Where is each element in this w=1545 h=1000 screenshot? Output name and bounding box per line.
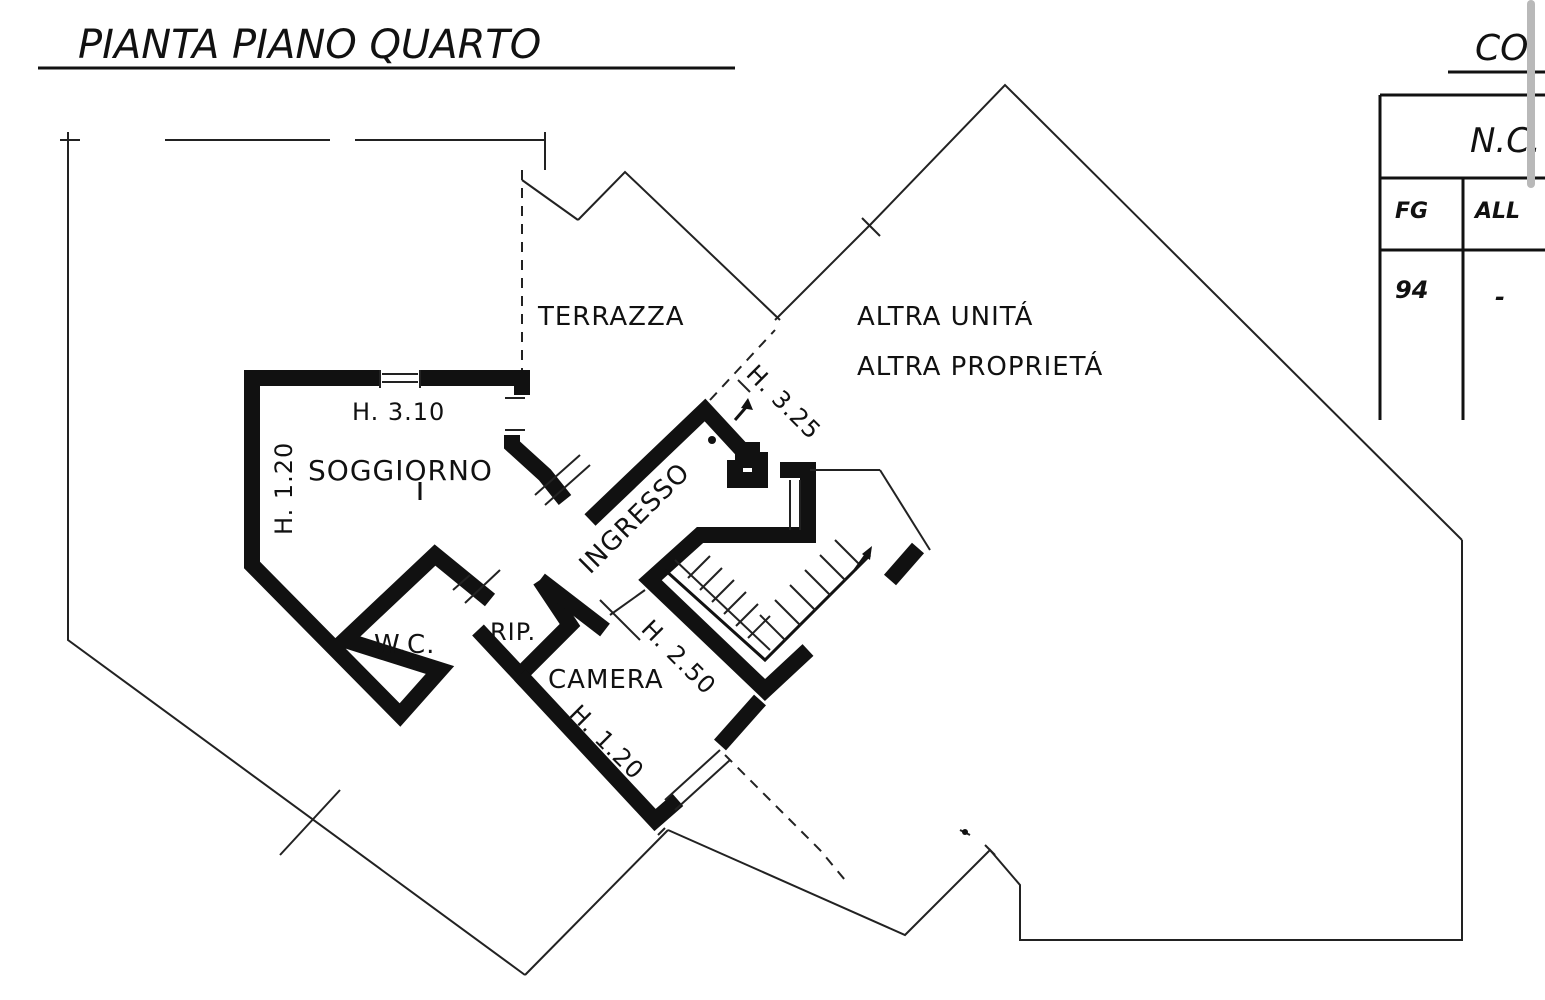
table-col-all: ALL	[1473, 199, 1520, 224]
table-cell-all: -	[1495, 283, 1505, 311]
label-living-room: SOGGIORNO	[308, 454, 493, 487]
openings	[379, 217, 996, 856]
label-other-unit: ALTRA UNITÁ	[857, 300, 1033, 332]
table-cell-fg: 94	[1395, 276, 1428, 304]
apartment-walls	[244, 370, 925, 832]
staircase	[663, 469, 931, 663]
property-boundary	[60, 83, 1463, 976]
height-living-side: H. 1.20	[270, 442, 298, 535]
plan-title: PIANTA PIANO QUARTO	[78, 22, 541, 68]
cadastral-table: CO N.C. FG ALL 94 -	[1378, 28, 1545, 420]
label-bedroom: CAMERA	[548, 665, 664, 695]
label-wc: W.C.	[374, 630, 435, 660]
table-col-fg: FG	[1395, 199, 1428, 224]
height-entrance: H. 3.25	[741, 359, 827, 445]
label-storage: RIP.	[490, 618, 536, 646]
scrollbar[interactable]	[1527, 0, 1535, 188]
table-header-partial: CO	[1475, 28, 1528, 69]
label-other-property: ALTRA PROPRIETÁ	[857, 350, 1103, 382]
height-living-top: H. 3.10	[352, 398, 445, 426]
label-terrace: TERRAZZA	[537, 302, 685, 332]
plan-marks	[418, 398, 968, 835]
